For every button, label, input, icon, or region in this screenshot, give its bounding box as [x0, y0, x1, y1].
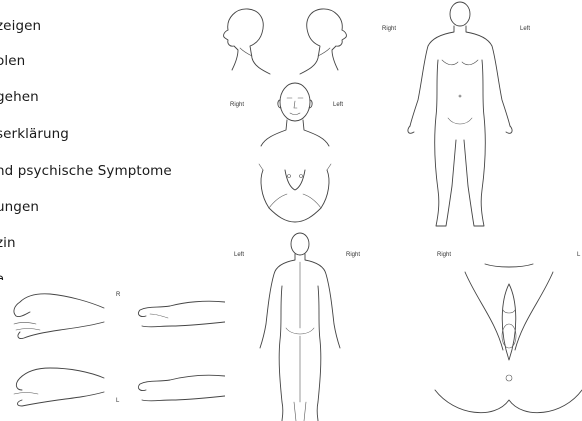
list-item-1: zeigen	[0, 18, 41, 34]
list-item-5: nd psychische Symptome	[0, 163, 172, 179]
face-right-label: Right	[230, 102, 244, 108]
face-front-diagram: Right Left	[225, 78, 365, 160]
list-item-3: gehen	[0, 89, 39, 105]
list-item-2: olen	[0, 53, 25, 69]
chest-diagram	[245, 160, 345, 235]
full-body-back-diagram: Left Right	[228, 232, 378, 421]
full-body-front-diagram: Right Left	[372, 0, 542, 235]
list-item-4: serklärung	[0, 126, 69, 142]
front-left-label: Left	[520, 26, 530, 32]
list-item-6: ungen	[0, 199, 39, 215]
back-right-label: Right	[346, 252, 360, 258]
hands-right-marker: R	[116, 292, 120, 298]
front-right-label: Right	[382, 26, 396, 32]
genital-region-diagram: Right L	[425, 240, 582, 421]
list-item-7: zin	[0, 235, 16, 251]
genital-left-label: L	[577, 252, 580, 258]
hands-left-marker: L	[116, 398, 119, 404]
genital-right-label: Right	[437, 252, 451, 258]
hands-diagram: R L	[0, 280, 225, 421]
head-profiles-diagram	[200, 0, 370, 80]
face-left-label: Left	[333, 102, 343, 108]
back-left-label: Left	[234, 252, 244, 258]
